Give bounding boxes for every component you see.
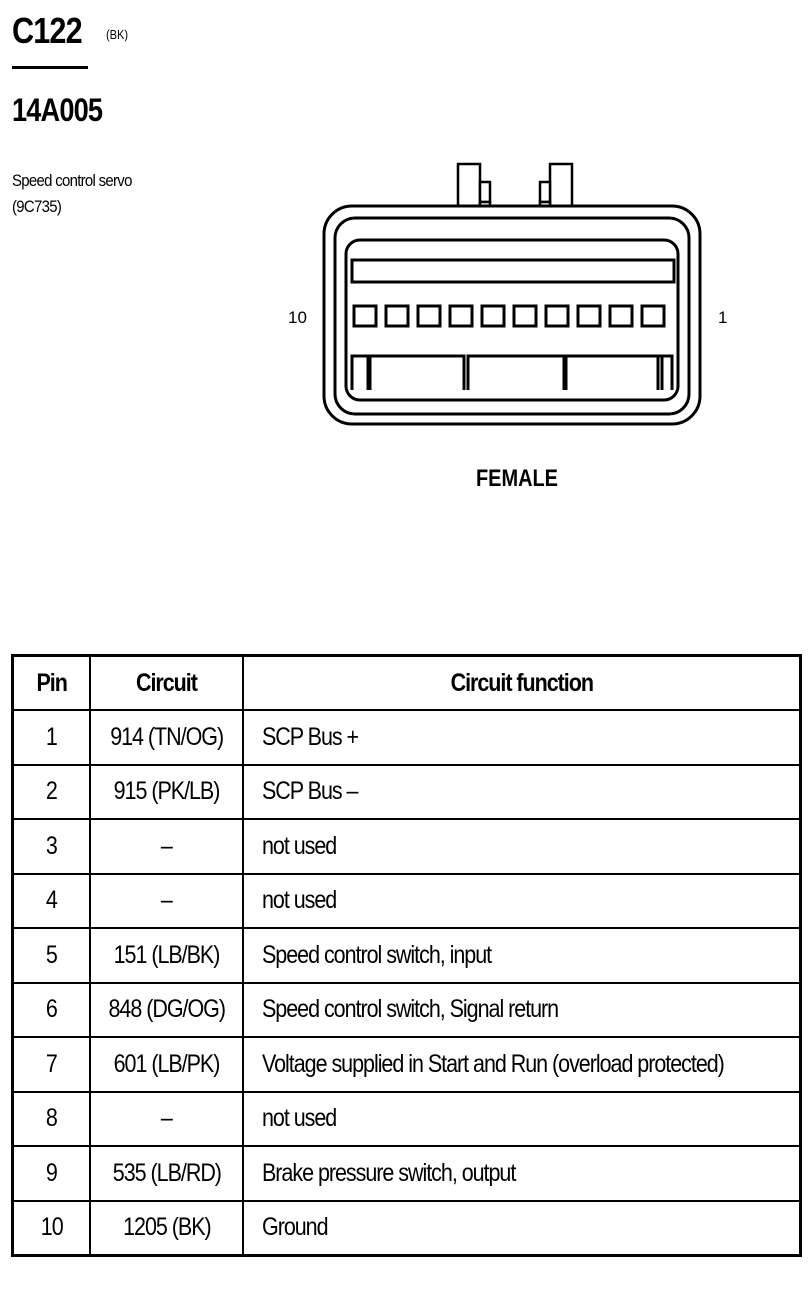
gender-label: FEMALE bbox=[476, 465, 558, 492]
table-header-row: Pin Circuit Circuit function bbox=[11, 654, 802, 711]
function-cell: Speed control switch, Signal return bbox=[242, 981, 802, 1038]
circuit-cell: 1205 (BK) bbox=[89, 1199, 245, 1256]
connector-inner-shell bbox=[333, 216, 691, 416]
table-row: 9 535 (LB/RD) Brake pressure switch, out… bbox=[11, 1145, 802, 1202]
function-cell: Voltage supplied in Start and Run (overl… bbox=[242, 1036, 802, 1093]
table-row: 8 – not used bbox=[11, 1090, 802, 1147]
function-cell: not used bbox=[242, 872, 802, 929]
pin-cell: 7 bbox=[11, 1036, 92, 1093]
circuit-cell: – bbox=[89, 1090, 245, 1147]
header-pin: Pin bbox=[11, 654, 92, 711]
function-cell: Speed control switch, input bbox=[242, 927, 802, 984]
pin-cell: 8 bbox=[11, 1090, 92, 1147]
pin-cell: 4 bbox=[11, 872, 92, 929]
pin-cavity-row bbox=[352, 304, 666, 328]
circuit-cell: 151 (LB/BK) bbox=[89, 927, 245, 984]
table-row: 10 1205 (BK) Ground bbox=[11, 1199, 802, 1256]
table-row: 6 848 (DG/OG) Speed control switch, Sign… bbox=[11, 981, 802, 1038]
circuit-cell: 915 (PK/LB) bbox=[89, 763, 245, 820]
pin-cell: 6 bbox=[11, 981, 92, 1038]
function-cell: Brake pressure switch, output bbox=[242, 1145, 802, 1202]
pin-cell: 10 bbox=[11, 1199, 92, 1256]
circuit-cell: – bbox=[89, 818, 245, 875]
table-row: 5 151 (LB/BK) Speed control switch, inpu… bbox=[11, 927, 802, 984]
circuit-cell: 848 (DG/OG) bbox=[89, 981, 245, 1038]
circuit-cell: 601 (LB/PK) bbox=[89, 1036, 245, 1093]
pin-cell: 2 bbox=[11, 763, 92, 820]
component-name: Speed control servo bbox=[12, 171, 132, 190]
connector-key-slot bbox=[350, 258, 676, 284]
function-cell: Ground bbox=[242, 1199, 802, 1256]
pin-assignment-table: Pin Circuit Circuit function 1 914 (TN/O… bbox=[11, 654, 802, 1257]
connector-face-diagram: 10 1 FEMALE bbox=[288, 162, 727, 492]
table-row: 7 601 (LB/PK) Voltage supplied in Start … bbox=[11, 1036, 802, 1093]
table-row: 1 914 (TN/OG) SCP Bus + bbox=[11, 709, 802, 766]
circuit-cell: – bbox=[89, 872, 245, 929]
circuit-cell: 914 (TN/OG) bbox=[89, 709, 245, 766]
table-row: 3 – not used bbox=[11, 818, 802, 875]
connector-color-code: (BK) bbox=[106, 27, 129, 42]
table-row: 4 – not used bbox=[11, 872, 802, 929]
lock-ribs bbox=[350, 354, 674, 390]
pin-label-right: 1 bbox=[718, 308, 727, 327]
pin-cell: 3 bbox=[11, 818, 92, 875]
connector-cavity bbox=[344, 238, 680, 402]
function-cell: SCP Bus – bbox=[242, 763, 802, 820]
function-cell: not used bbox=[242, 818, 802, 875]
pin-cell: 1 bbox=[11, 709, 92, 766]
pin-cell: 9 bbox=[11, 1145, 92, 1202]
title-underline bbox=[12, 66, 88, 69]
header-circuit-function: Circuit function bbox=[242, 654, 802, 711]
table-row: 2 915 (PK/LB) SCP Bus – bbox=[11, 763, 802, 820]
function-cell: SCP Bus + bbox=[242, 709, 802, 766]
header-circuit: Circuit bbox=[89, 654, 245, 711]
component-code: (9C735) bbox=[12, 197, 62, 216]
part-number: 14A005 bbox=[12, 92, 103, 128]
function-cell: not used bbox=[242, 1090, 802, 1147]
circuit-cell: 535 (LB/RD) bbox=[89, 1145, 245, 1202]
pin-label-left: 10 bbox=[288, 308, 307, 327]
pin-cell: 5 bbox=[11, 927, 92, 984]
connector-id: C122 bbox=[12, 10, 83, 51]
